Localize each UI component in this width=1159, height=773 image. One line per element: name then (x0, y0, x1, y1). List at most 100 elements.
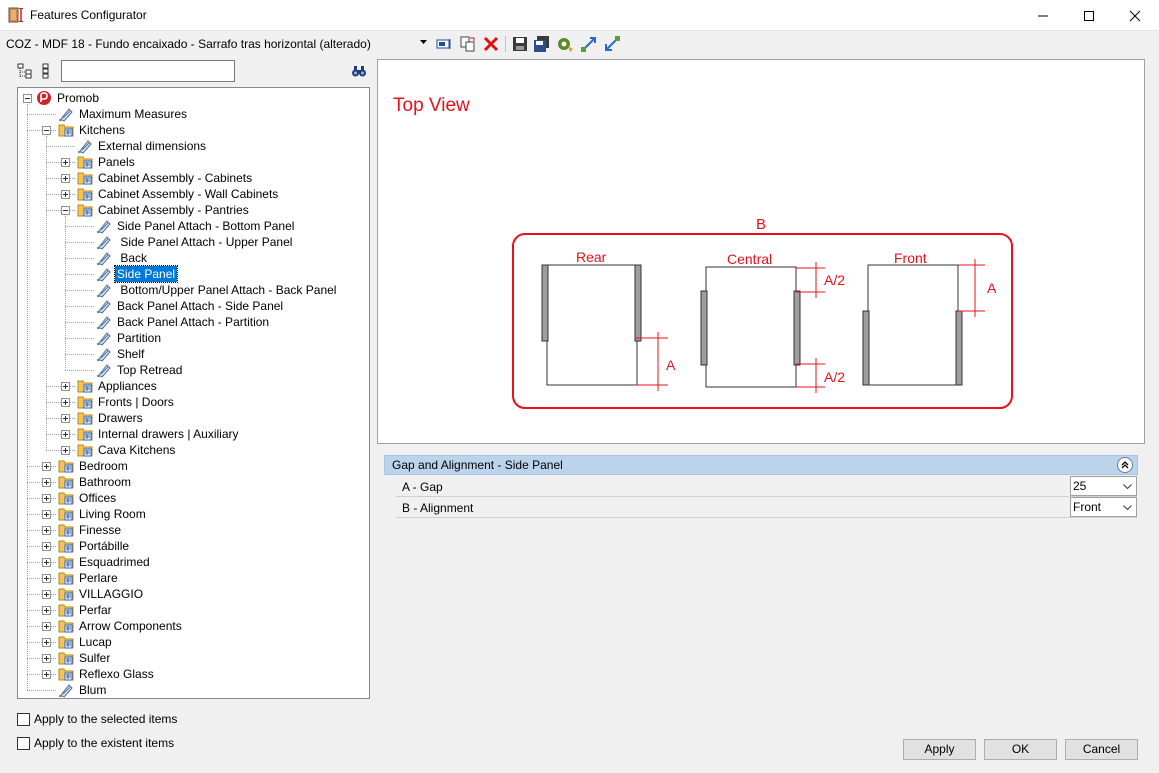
expand-icon[interactable] (42, 494, 51, 503)
cancel-button[interactable]: Cancel (1065, 739, 1138, 760)
expand-icon[interactable] (42, 590, 51, 599)
tree-item[interactable]: Sulfer (18, 650, 368, 666)
tree-item[interactable]: Back Panel Attach - Partition (18, 314, 368, 330)
save-icon[interactable] (511, 35, 529, 53)
expand-icon[interactable] (61, 430, 70, 439)
tree-item[interactable]: Arrow Components (18, 618, 368, 634)
expand-tree-icon[interactable] (17, 63, 33, 79)
tree-item-label: Partition (117, 331, 162, 345)
expand-icon[interactable] (61, 190, 70, 199)
collapse-tree-icon[interactable] (40, 63, 56, 79)
delete-icon[interactable] (482, 35, 500, 53)
expand-icon[interactable] (61, 398, 70, 407)
expand-icon[interactable] (42, 606, 51, 615)
expand-icon[interactable] (61, 414, 70, 423)
tree-item[interactable]: Perlare (18, 570, 368, 586)
expand-icon[interactable] (42, 622, 51, 631)
search-input[interactable] (61, 60, 235, 82)
tree-item[interactable]: Side Panel Attach - Upper Panel (18, 234, 368, 250)
tree-item[interactable]: Kitchens (18, 122, 368, 138)
chevron-down-icon[interactable] (420, 40, 427, 44)
tree-item[interactable]: Living Room (18, 506, 368, 522)
alignment-select[interactable]: Front (1070, 497, 1137, 517)
select-icon[interactable] (435, 35, 453, 53)
find-icon[interactable] (351, 63, 367, 79)
expand-icon[interactable] (42, 478, 51, 487)
tree-item[interactable]: External dimensions (18, 138, 368, 154)
maximize-icon (1084, 11, 1094, 21)
feature-icon (58, 682, 74, 698)
tree-item[interactable]: Back Panel Attach - Side Panel (18, 298, 368, 314)
save-as-icon[interactable] (533, 35, 551, 53)
config-combo[interactable]: COZ - MDF 18 - Fundo encaixado - Sarrafo… (6, 37, 371, 51)
tree-item-label: Back Panel Attach - Side Panel (117, 299, 284, 313)
copy-icon[interactable] (459, 35, 477, 53)
apply-selected-checkbox[interactable] (17, 713, 30, 726)
apply-button[interactable]: Apply (903, 739, 976, 760)
tree-item[interactable]: Reflexo Glass (18, 666, 368, 682)
tree-item[interactable]: Cabinet Assembly - Wall Cabinets (18, 186, 368, 202)
tree-item[interactable]: Internal drawers | Auxiliary (18, 426, 368, 442)
expand-icon[interactable] (42, 526, 51, 535)
tree-item[interactable]: Cabinet Assembly - Pantries (18, 202, 368, 218)
tree-item[interactable]: Bathroom (18, 474, 368, 490)
tree-item-label: Panels (98, 155, 135, 169)
expand-icon[interactable] (42, 510, 51, 519)
expand-icon[interactable] (42, 638, 51, 647)
tree-item[interactable]: Side Panel Attach - Bottom Panel (18, 218, 368, 234)
tree-item[interactable]: Perfar (18, 602, 368, 618)
tree-item[interactable]: Portábille (18, 538, 368, 554)
tree-item[interactable]: Lucap (18, 634, 368, 650)
collapse-icon[interactable] (23, 94, 32, 103)
expand-icon[interactable] (61, 158, 70, 167)
tree-item[interactable]: Top Retread (18, 362, 368, 378)
expand-icon[interactable] (61, 174, 70, 183)
expand-icon[interactable] (42, 462, 51, 471)
tree-item[interactable]: Panels (18, 154, 368, 170)
ok-button[interactable]: OK (984, 739, 1057, 760)
tree-item[interactable]: Fronts | Doors (18, 394, 368, 410)
tree-item[interactable]: Cava Kitchens (18, 442, 368, 458)
tree-connector (65, 242, 94, 243)
diagram-outline (512, 233, 1013, 409)
settings-icon[interactable] (556, 35, 574, 53)
properties-header[interactable]: Gap and Alignment - Side Panel (384, 455, 1138, 475)
tree-item[interactable]: Blum (18, 682, 368, 698)
tree-item[interactable]: Appliances (18, 378, 368, 394)
tree-item[interactable]: Esquadrimed (18, 554, 368, 570)
tree-item[interactable]: VILLAGGIO (18, 586, 368, 602)
tree-item-label: Back (117, 251, 148, 265)
expand-icon[interactable] (42, 670, 51, 679)
import-icon[interactable] (580, 35, 598, 53)
tree-item[interactable]: Cabinet Assembly - Cabinets (18, 170, 368, 186)
tree-item[interactable]: Partition (18, 330, 368, 346)
expand-icon[interactable] (42, 542, 51, 551)
apply-existent-checkbox[interactable] (17, 737, 30, 750)
tree-item[interactable]: Bedroom (18, 458, 368, 474)
expand-icon[interactable] (42, 654, 51, 663)
tree-item[interactable]: Back (18, 250, 368, 266)
tree-item[interactable]: Finesse (18, 522, 368, 538)
expand-icon[interactable] (42, 558, 51, 567)
expand-icon[interactable] (61, 446, 70, 455)
tree-item[interactable]: Shelf (18, 346, 368, 362)
tree-item[interactable]: Bottom/Upper Panel Attach - Back Panel (18, 282, 368, 298)
minimize-button[interactable] (1020, 0, 1066, 31)
tree-item[interactable]: Side Panel (18, 265, 368, 283)
expand-icon[interactable] (42, 574, 51, 583)
tree-item[interactable]: Promob (18, 90, 368, 106)
tree-item[interactable]: Maximum Measures (18, 106, 368, 122)
collapse-icon[interactable] (42, 126, 51, 135)
collapse-icon[interactable] (61, 206, 70, 215)
tree-item[interactable]: Offices (18, 490, 368, 506)
tree-item[interactable]: Drawers (18, 410, 368, 426)
feature-icon (96, 330, 112, 346)
tree-connector (46, 178, 75, 179)
close-button[interactable] (1112, 0, 1158, 31)
collapse-button[interactable] (1117, 457, 1133, 473)
maximize-button[interactable] (1066, 0, 1112, 31)
export-icon[interactable] (603, 35, 621, 53)
gap-select[interactable]: 25 (1070, 476, 1137, 496)
expand-icon[interactable] (61, 382, 70, 391)
